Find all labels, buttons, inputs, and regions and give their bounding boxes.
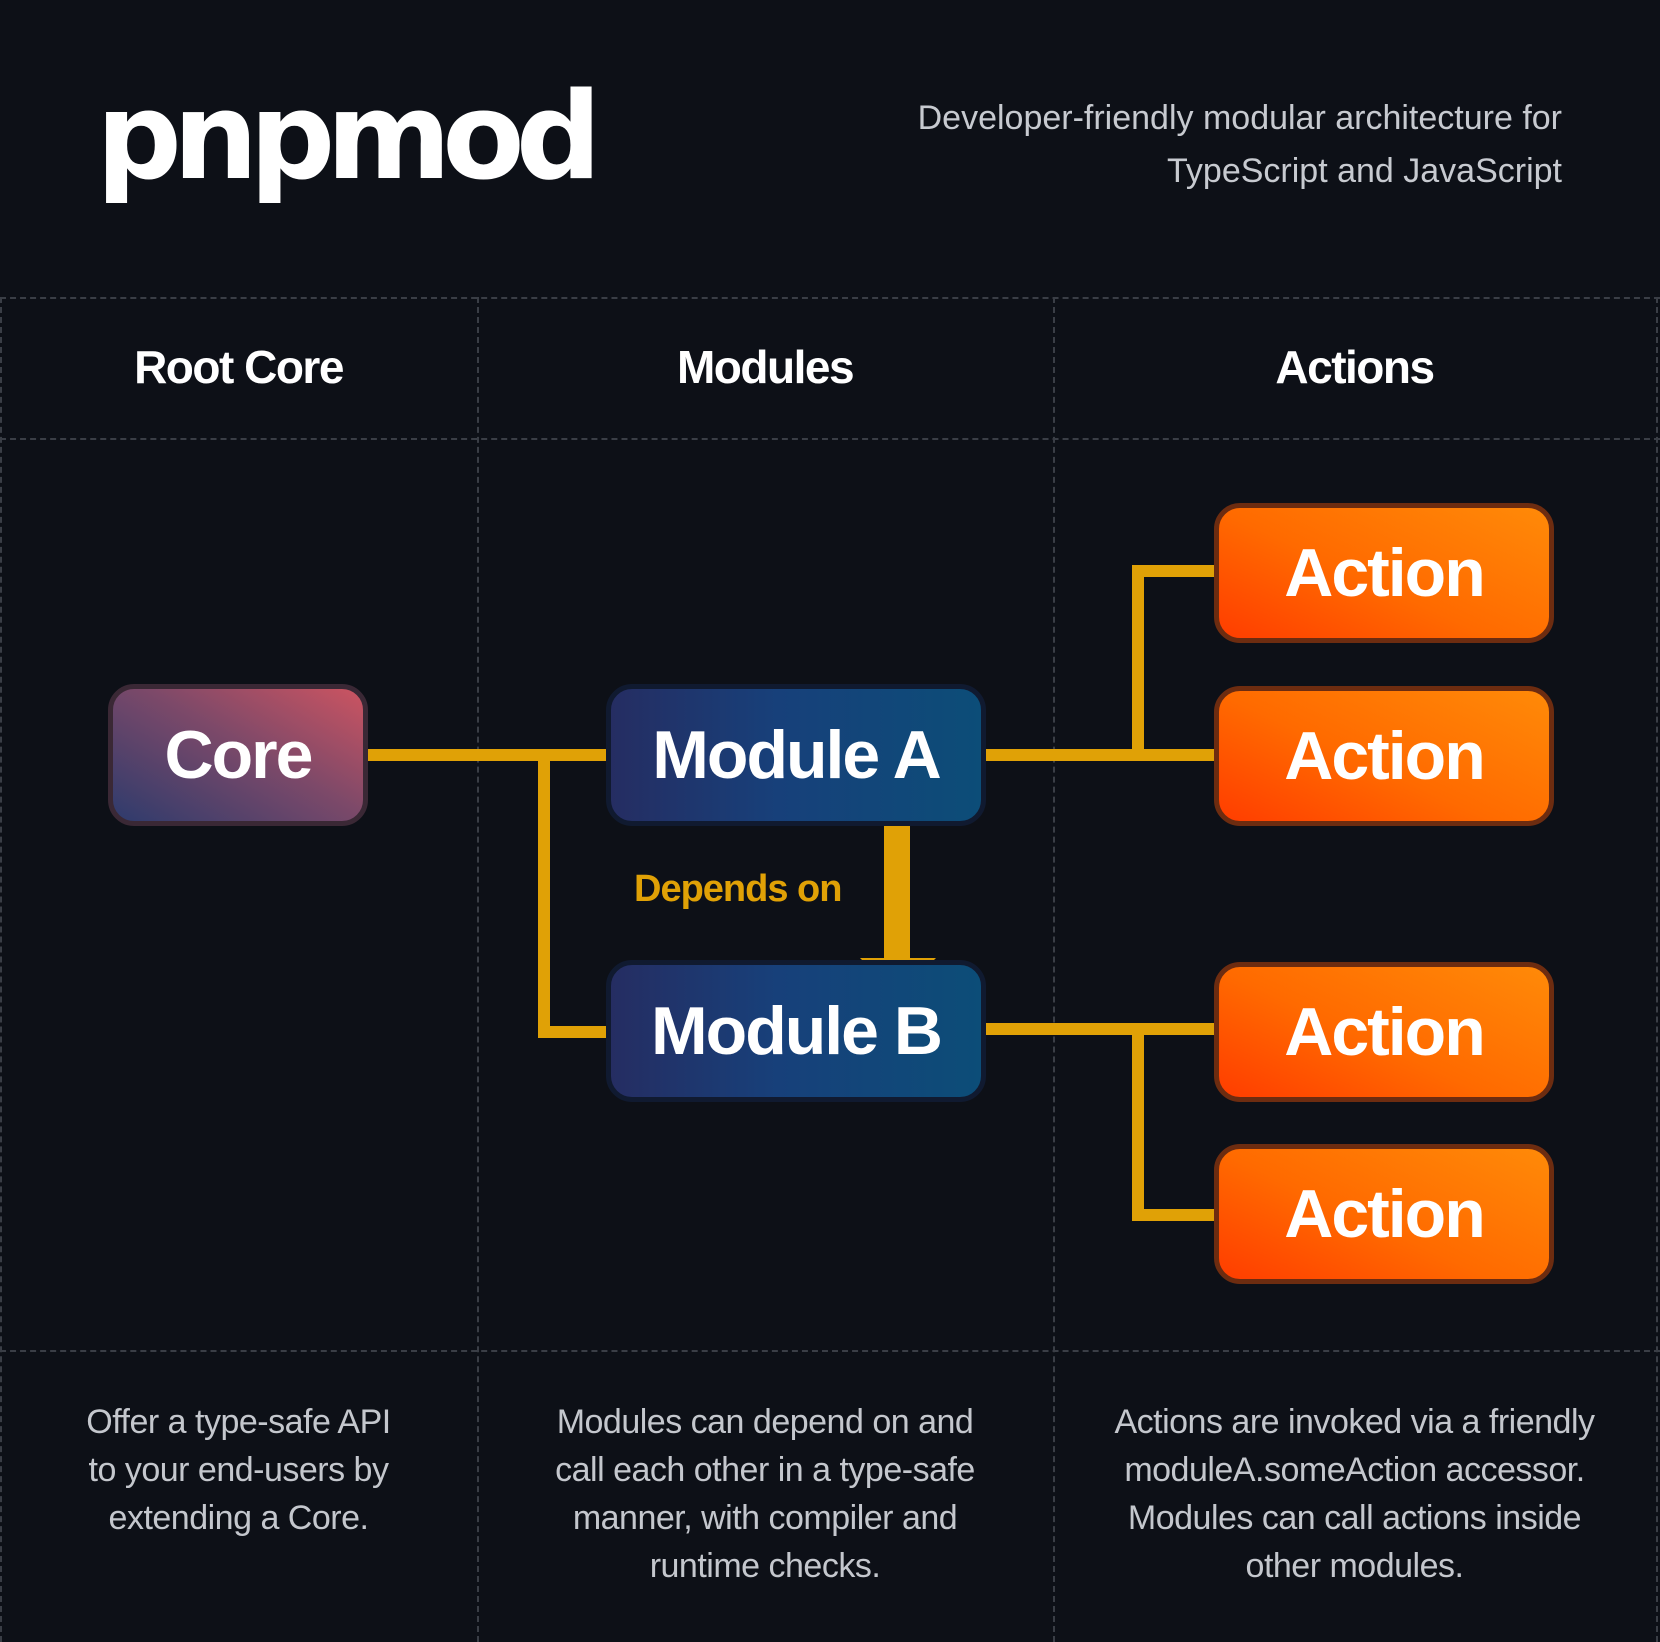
description-line: Offer a type-safe API bbox=[86, 1403, 391, 1441]
description-line: Modules can depend on and bbox=[556, 1403, 974, 1441]
connector-core-to-module-b bbox=[538, 1026, 608, 1038]
description-modules: Modules can depend on and call each othe… bbox=[477, 1398, 1053, 1590]
connector-core-to-module-a bbox=[368, 749, 608, 761]
description-line: moduleA.someAction accessor. bbox=[1124, 1451, 1585, 1489]
grid-divider-top bbox=[0, 297, 1660, 299]
action-node-2: Action bbox=[1214, 686, 1554, 826]
grid-divider-col2 bbox=[1053, 297, 1055, 1642]
action-node-1: Action bbox=[1214, 503, 1554, 643]
action-node-4: Action bbox=[1214, 1144, 1554, 1284]
column-heading-root-core: Root Core bbox=[134, 341, 344, 393]
description-line: other modules. bbox=[1245, 1547, 1464, 1585]
description-line: Actions are invoked via a friendly bbox=[1114, 1403, 1595, 1441]
description-root-core: Offer a type-safe API to your end-users … bbox=[0, 1398, 477, 1542]
column-heading-modules: Modules bbox=[676, 341, 855, 393]
description-line: extending a Core. bbox=[108, 1499, 369, 1537]
dependency-arrow-shaft bbox=[884, 826, 910, 962]
connector-module-a-trunk bbox=[1132, 565, 1144, 761]
grid-divider-left bbox=[0, 297, 2, 1642]
connector-module-b-to-action-3 bbox=[986, 1023, 1216, 1035]
tagline: Developer-friendly modular architecture … bbox=[802, 92, 1562, 198]
grid-divider-header bbox=[0, 438, 1660, 440]
description-line: to your end-users by bbox=[88, 1451, 389, 1489]
core-node: Core bbox=[108, 684, 368, 826]
description-line: runtime checks. bbox=[649, 1547, 881, 1585]
action-node-3: Action bbox=[1214, 962, 1554, 1102]
grid-divider-bottom bbox=[0, 1350, 1660, 1352]
connector-module-a-to-action-1 bbox=[1132, 565, 1216, 577]
description-actions: Actions are invoked via a friendly modul… bbox=[1053, 1398, 1656, 1590]
connector-module-b-to-action-4 bbox=[1132, 1209, 1216, 1221]
tagline-line-1: Developer-friendly modular architecture … bbox=[917, 99, 1562, 137]
connector-module-b-trunk bbox=[1132, 1023, 1144, 1221]
description-line: Modules can call actions inside bbox=[1127, 1499, 1582, 1537]
tagline-line-2: TypeScript and JavaScript bbox=[1167, 152, 1562, 190]
dependency-label: Depends on bbox=[634, 868, 842, 910]
grid-divider-right bbox=[1656, 297, 1658, 1642]
connector-core-trunk bbox=[538, 749, 550, 1038]
description-line: call each other in a type-safe bbox=[555, 1451, 975, 1489]
module-a-node: Module A bbox=[606, 684, 986, 826]
column-heading-actions: Actions bbox=[1275, 341, 1435, 393]
connector-module-a-to-action-2 bbox=[986, 749, 1216, 761]
grid-divider-col1 bbox=[477, 297, 479, 1642]
logo: pnpmod bbox=[96, 68, 602, 207]
module-b-node: Module B bbox=[606, 960, 986, 1102]
description-line: manner, with compiler and bbox=[572, 1499, 958, 1537]
